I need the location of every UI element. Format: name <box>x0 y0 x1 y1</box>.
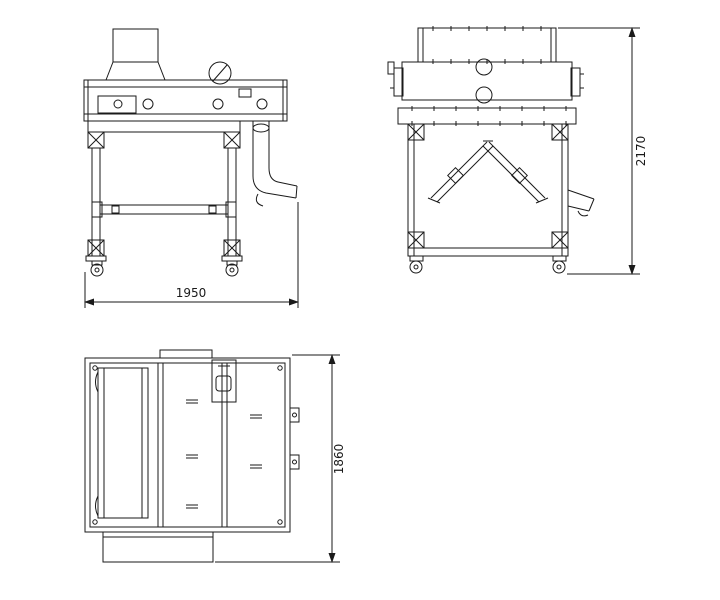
dimension-label-height-2170: 2170 <box>634 136 648 167</box>
front-view-casters <box>409 255 567 274</box>
side-view-roller-wheel <box>208 61 232 85</box>
top-plan-view: 1860 <box>84 349 346 563</box>
top-view-panels <box>157 359 262 527</box>
front-view-frame <box>407 123 569 257</box>
side-view-hopper <box>105 28 166 81</box>
top-view-dimension: 1860 <box>215 354 346 563</box>
side-view-conveyor-body <box>83 61 288 122</box>
front-view-hopper <box>417 26 557 64</box>
top-view-bottom-extension <box>102 531 214 563</box>
front-elevation-view: 2170 <box>387 26 648 275</box>
front-view-discharge-spout <box>567 189 595 217</box>
side-view-dimension: 1950 <box>84 202 299 308</box>
dimension-label-depth-1860: 1860 <box>332 444 346 475</box>
side-elevation-view: 1950 <box>83 28 299 308</box>
side-view-support-frame <box>85 120 243 262</box>
front-view-v-support <box>427 140 549 204</box>
side-view-discharge-chute <box>252 121 298 207</box>
dimension-label-width-1950: 1950 <box>176 286 207 300</box>
top-view-side-tabs <box>289 407 300 470</box>
front-view-body <box>387 58 584 126</box>
front-view-dimension: 2170 <box>558 27 648 275</box>
side-view-casters <box>90 260 239 277</box>
top-view-roller <box>95 367 149 519</box>
